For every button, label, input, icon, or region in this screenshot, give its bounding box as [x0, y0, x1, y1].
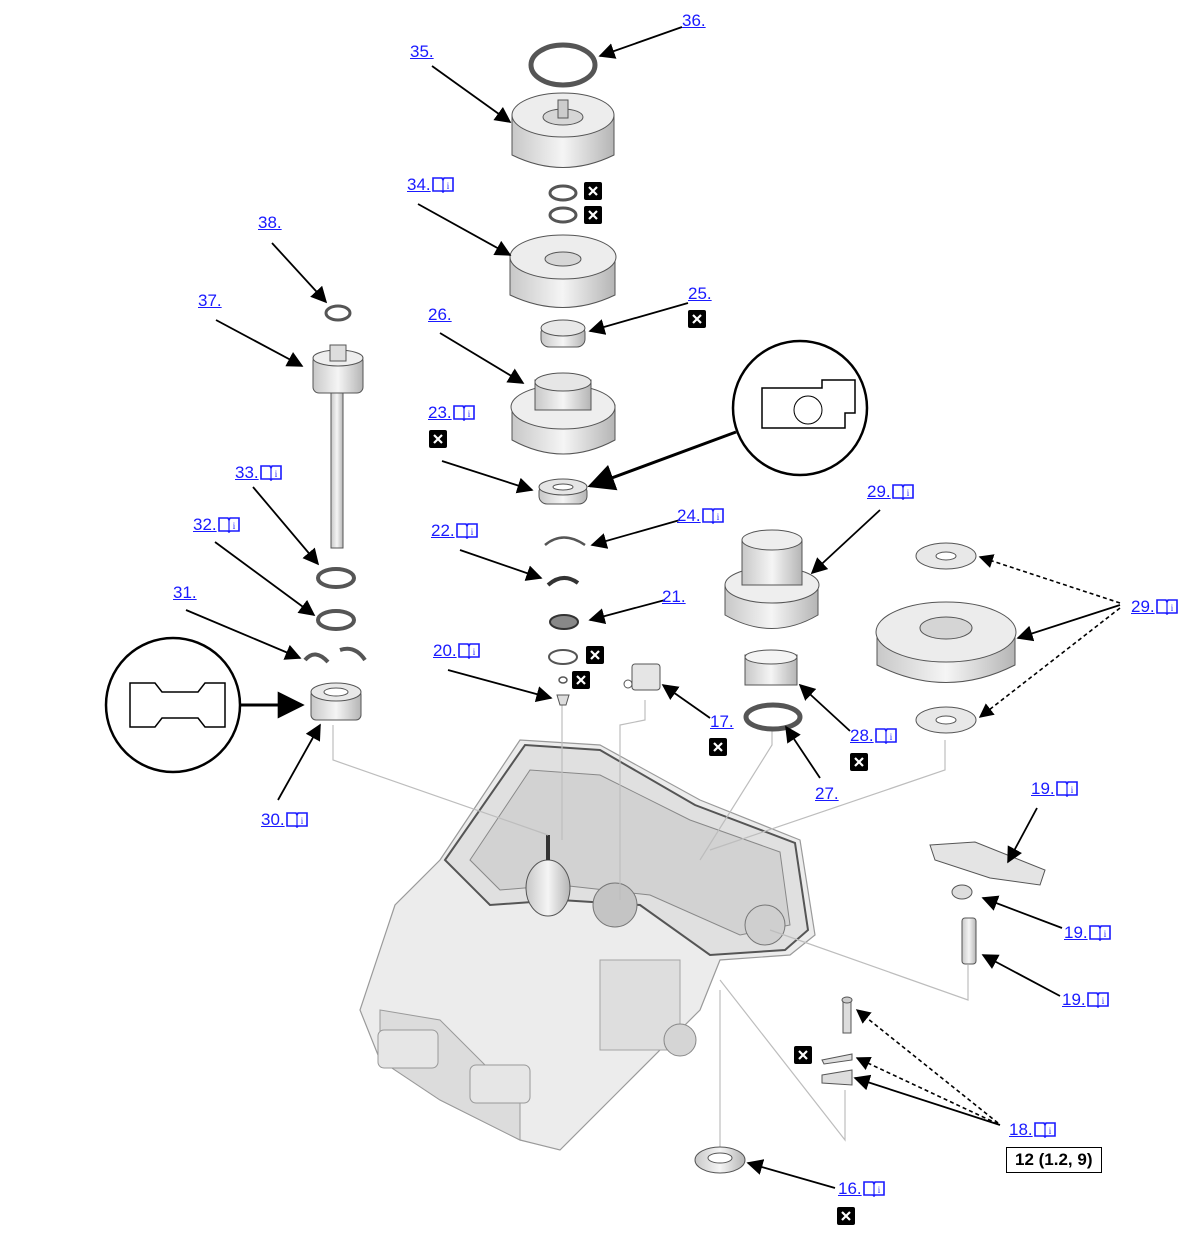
manual-book-icon: i: [431, 177, 454, 193]
callout-link-19-top[interactable]: 19.i: [1031, 780, 1078, 797]
manual-book-icon: i: [874, 728, 897, 744]
replace-part-icon: [850, 753, 868, 771]
svg-text:i: i: [446, 181, 449, 191]
manual-book-icon: i: [217, 517, 240, 533]
manual-book-icon: i: [285, 812, 308, 828]
callout-link-25[interactable]: 25.: [688, 284, 712, 303]
manual-book-icon: i: [455, 523, 478, 539]
svg-text:i: i: [470, 527, 473, 537]
callout-link-34[interactable]: 34.i: [407, 176, 454, 193]
shaft-parts: [303, 304, 367, 721]
manual-book-icon: i: [1033, 1122, 1056, 1138]
manual-book-icon: i: [862, 1181, 885, 1197]
callout-link-28[interactable]: 28.i: [850, 727, 897, 744]
manual-book-icon: i: [1055, 781, 1078, 797]
svg-text:i: i: [906, 488, 909, 498]
manual-book-icon: i: [701, 508, 724, 524]
manual-book-icon: i: [259, 465, 282, 481]
dashed-leader-lines: [855, 554, 1121, 1125]
detail-view-30: [104, 636, 305, 774]
torque-spec-box: 12 (1.2, 9): [1006, 1147, 1102, 1173]
svg-text:i: i: [1103, 929, 1106, 939]
svg-text:i: i: [232, 521, 235, 531]
callout-link-29-right[interactable]: 29.i: [1131, 598, 1178, 615]
right-gear-parts: [724, 529, 1017, 734]
svg-text:i: i: [1170, 603, 1173, 613]
replace-part-icon: [586, 646, 604, 664]
callout-link-33[interactable]: 33.i: [235, 464, 282, 481]
callout-link-20[interactable]: 20.i: [433, 642, 480, 659]
callout-link-37[interactable]: 37.: [198, 291, 222, 310]
callout-link-17[interactable]: 17.: [710, 712, 734, 731]
callout-link-31[interactable]: 31.: [173, 583, 197, 602]
detail-view-23: [587, 339, 869, 491]
svg-text:i: i: [1048, 1126, 1051, 1136]
shift-parts: [694, 841, 1046, 1174]
callout-link-30[interactable]: 30.i: [261, 811, 308, 828]
replace-part-icon: [688, 310, 706, 328]
svg-text:i: i: [1070, 785, 1073, 795]
callout-link-35[interactable]: 35.: [410, 42, 434, 61]
manual-book-icon: i: [891, 484, 914, 500]
callout-link-19-bottom[interactable]: 19.i: [1062, 991, 1109, 1008]
manual-book-icon: i: [452, 405, 475, 421]
replace-part-icon: [584, 182, 602, 200]
callout-link-18[interactable]: 18.i: [1009, 1121, 1056, 1138]
callout-link-32[interactable]: 32.i: [193, 516, 240, 533]
callout-link-24[interactable]: 24.i: [677, 507, 724, 524]
sensor-part-17: [623, 663, 661, 691]
callout-link-38[interactable]: 38.: [258, 213, 282, 232]
leader-lines: [185, 26, 1121, 1189]
callout-link-21[interactable]: 21.: [662, 587, 686, 606]
svg-text:i: i: [274, 469, 277, 479]
svg-text:i: i: [1101, 996, 1104, 1006]
svg-text:i: i: [472, 647, 475, 657]
callout-link-22[interactable]: 22.i: [431, 522, 478, 539]
replace-part-icon: [794, 1046, 812, 1064]
replace-part-icon: [584, 206, 602, 224]
callout-link-27[interactable]: 27.: [815, 784, 839, 803]
callout-link-29-top[interactable]: 29.i: [867, 483, 914, 500]
replace-part-icon: [709, 738, 727, 756]
center-gear-stack: [509, 42, 617, 706]
svg-text:i: i: [300, 816, 303, 826]
manual-book-icon: i: [457, 643, 480, 659]
callout-link-19-middle[interactable]: 19.i: [1064, 924, 1111, 941]
replace-part-icon: [429, 430, 447, 448]
manual-book-icon: i: [1086, 992, 1109, 1008]
svg-text:i: i: [467, 409, 470, 419]
svg-text:i: i: [716, 512, 719, 522]
svg-text:i: i: [877, 1185, 880, 1195]
transmission-case: [359, 739, 816, 1151]
replace-part-icon: [572, 671, 590, 689]
assembly-guide-lines: [332, 700, 969, 1150]
replace-part-icon: [837, 1207, 855, 1225]
manual-book-icon: i: [1088, 925, 1111, 941]
callout-link-23[interactable]: 23.i: [428, 404, 475, 421]
svg-text:i: i: [889, 732, 892, 742]
callout-link-36[interactable]: 36.: [682, 11, 706, 30]
callout-link-26[interactable]: 26.: [428, 305, 452, 324]
manual-book-icon: i: [1155, 599, 1178, 615]
callout-link-16[interactable]: 16.i: [838, 1180, 885, 1197]
